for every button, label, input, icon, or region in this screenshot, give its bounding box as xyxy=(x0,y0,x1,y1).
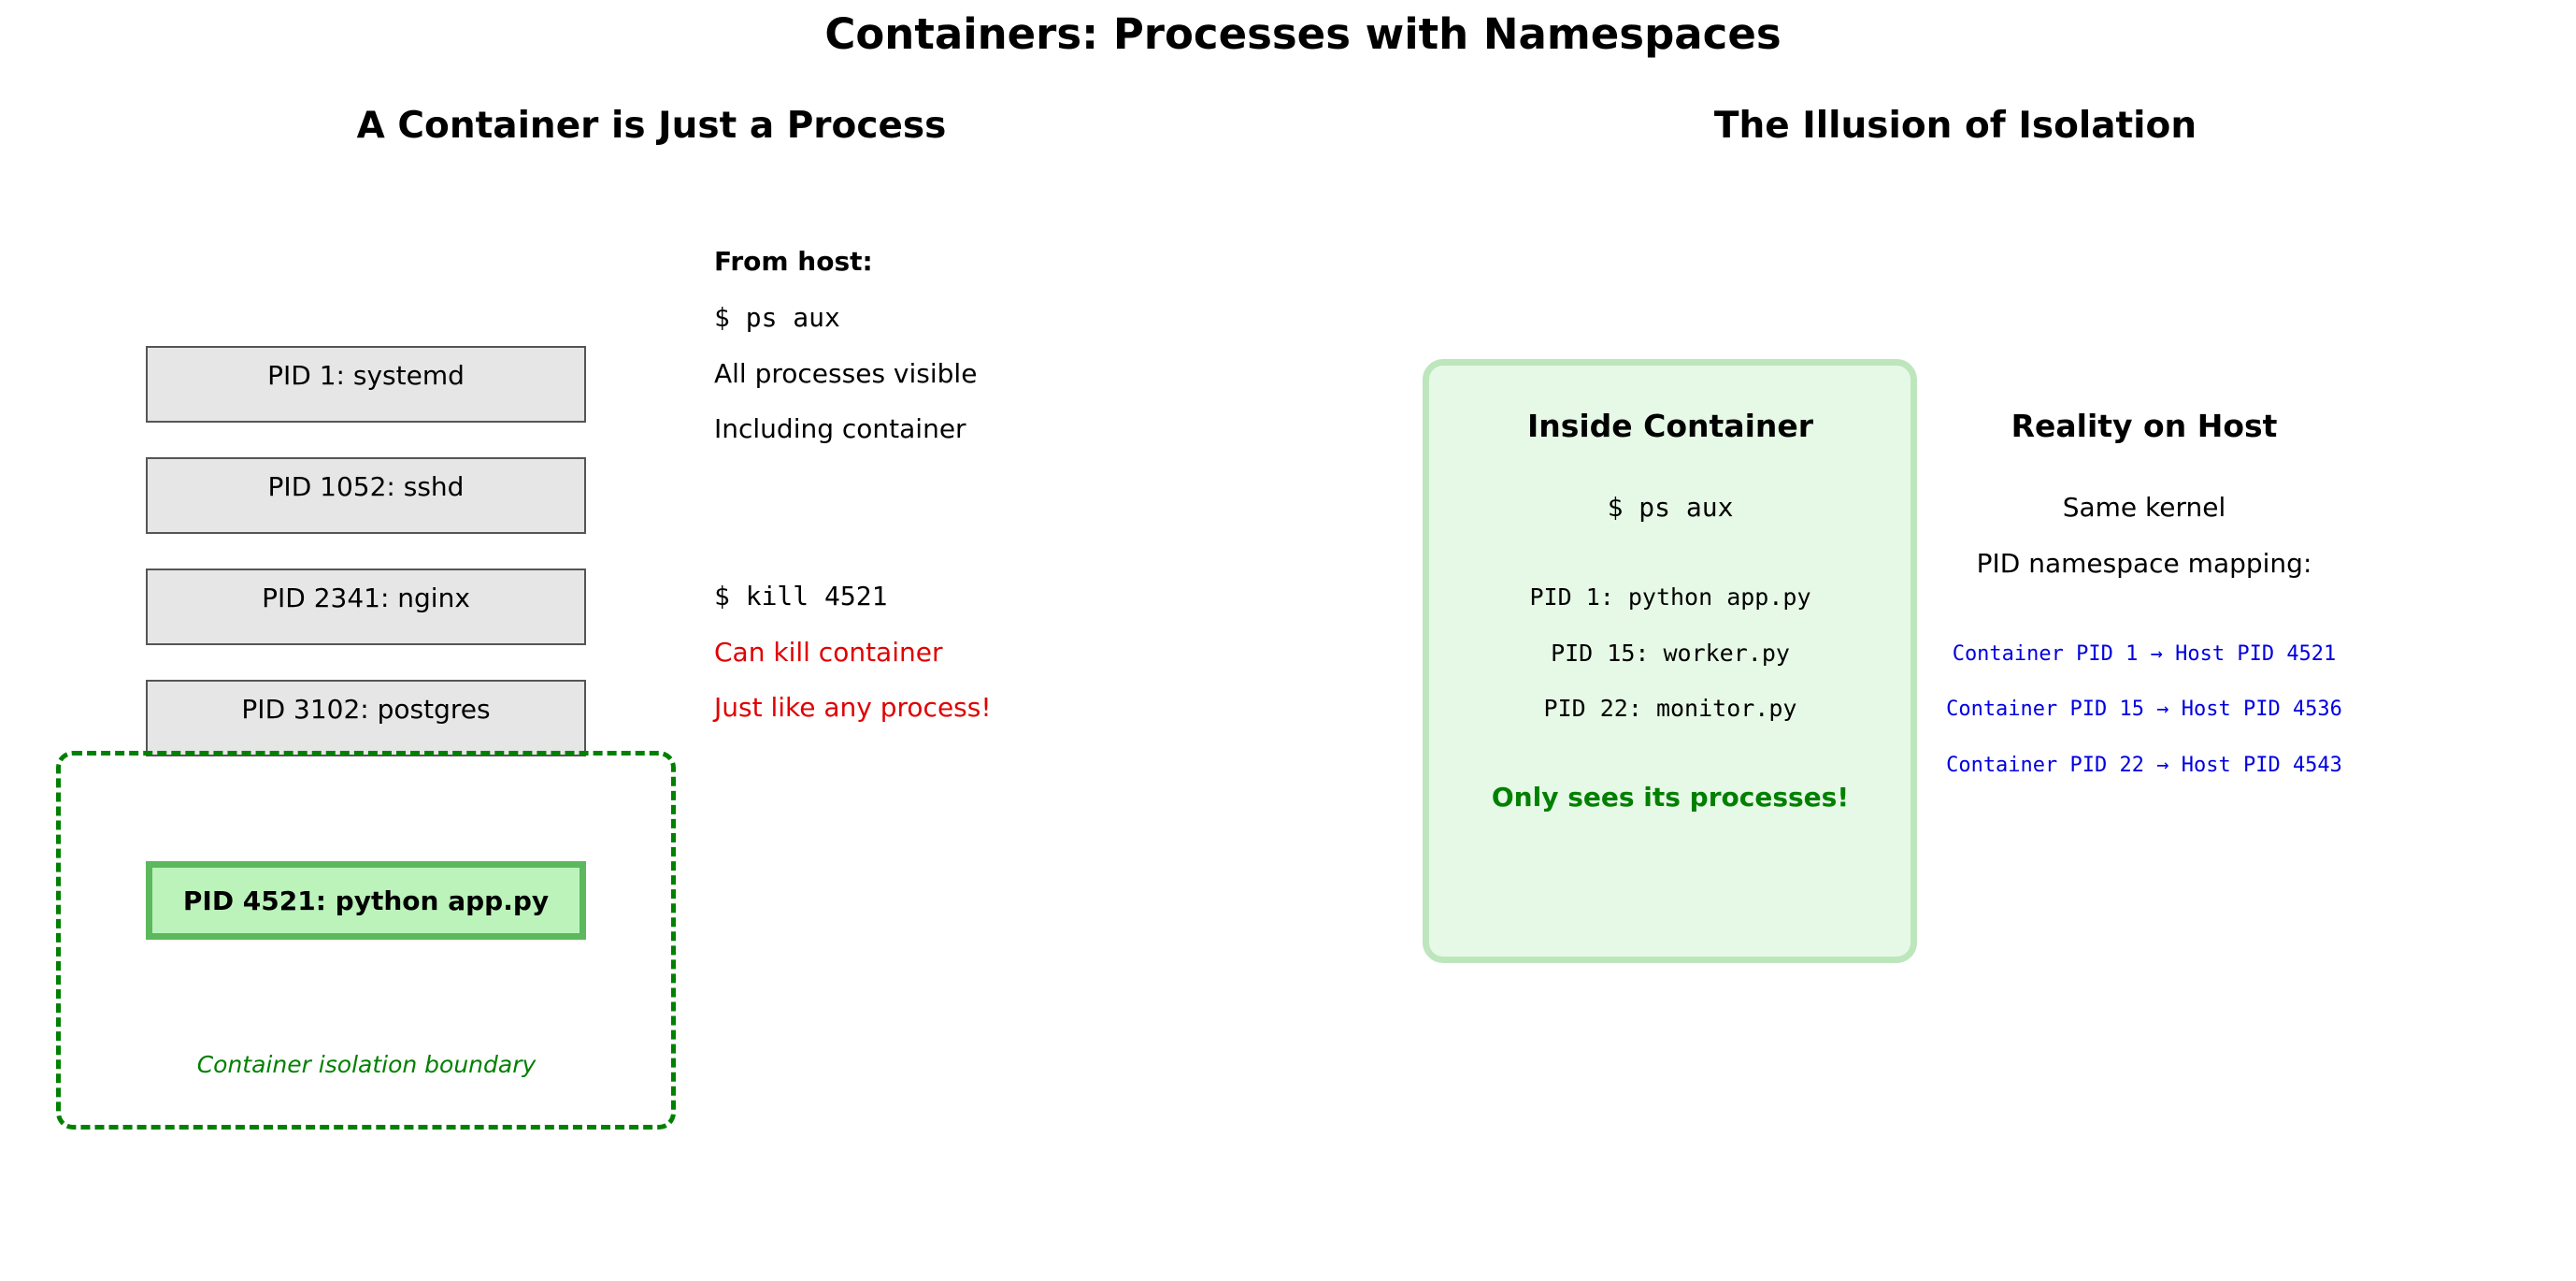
from-host-heading: From host: xyxy=(714,246,873,277)
pid-mapping-item: Container PID 15 → Host PID 4536 xyxy=(1946,698,2342,721)
host-visibility-note: All processes visible xyxy=(714,358,978,389)
reality-mapping-heading: PID namespace mapping: xyxy=(1976,548,2312,579)
reality-kernel-note: Same kernel xyxy=(2062,492,2226,523)
host-process-box: PID 1: systemd xyxy=(146,346,586,423)
reality-heading: Reality on Host xyxy=(2011,408,2278,444)
inside-process-item: PID 1: python app.py xyxy=(1529,583,1811,611)
boundary-label: Container isolation boundary xyxy=(196,1051,537,1078)
diagram-title: Containers: Processes with Namespaces xyxy=(824,9,1782,59)
inside-container-panel xyxy=(1423,359,1917,963)
host-process-box: PID 2341: nginx xyxy=(146,569,586,645)
inside-ps-command: $ ps aux xyxy=(1607,492,1734,523)
pid-mapping-item: Container PID 22 → Host PID 4543 xyxy=(1946,754,2342,777)
container-isolation-boundary xyxy=(56,751,676,1130)
kill-command: $ kill 4521 xyxy=(714,581,888,612)
left-section-title: A Container is Just a Process xyxy=(356,105,947,147)
inside-process-item: PID 15: worker.py xyxy=(1551,640,1790,667)
host-ps-command: $ ps aux xyxy=(714,302,840,333)
kill-note-2: Just like any process! xyxy=(714,692,992,723)
inside-container-note: Only sees its processes! xyxy=(1491,782,1850,813)
container-process-box: PID 4521: python app.py xyxy=(146,861,586,940)
right-section-title: The Illusion of Isolation xyxy=(1713,105,2197,147)
host-visibility-note-2: Including container xyxy=(714,413,966,444)
host-process-box: PID 1052: sshd xyxy=(146,457,586,534)
pid-mapping-item: Container PID 1 → Host PID 4521 xyxy=(1952,642,2337,666)
inside-container-heading: Inside Container xyxy=(1526,408,1814,444)
kill-note: Can kill container xyxy=(714,637,943,668)
inside-process-item: PID 22: monitor.py xyxy=(1543,695,1797,722)
host-process-box: PID 3102: postgres xyxy=(146,680,586,756)
